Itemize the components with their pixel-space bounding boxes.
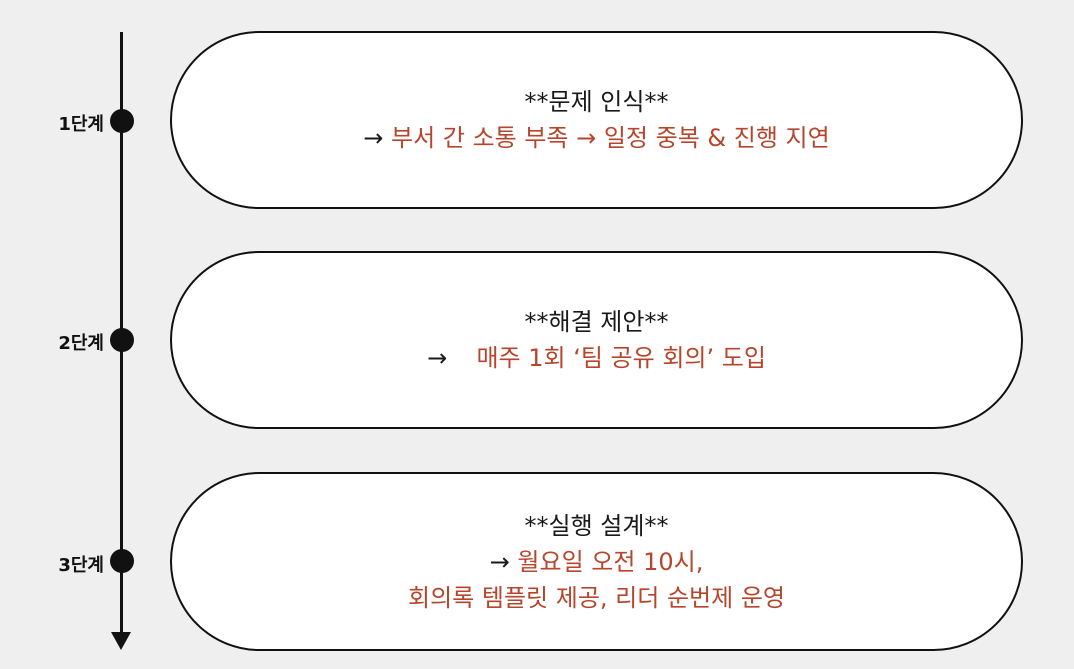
step-box-3: **실행 설계** → 월요일 오전 10시, 회의록 템플릿 제공, 리더 순… xyxy=(170,472,1023,651)
timeline-arrowhead xyxy=(111,632,131,650)
step-arrow-3: → xyxy=(489,547,510,576)
step-dot-2 xyxy=(110,328,134,352)
step-desc-1: → 부서 간 소통 부족 → 일정 중복 & 진행 지연 xyxy=(363,120,829,156)
step-title-1: **문제 인식** xyxy=(524,88,669,116)
step-desc-3-line-2: 회의록 템플릿 제공, 리더 순번제 운영 xyxy=(408,583,785,612)
step-desc-1-line-1: 부서 간 소통 부족 → 일정 중복 & 진행 지연 xyxy=(391,124,830,152)
step-desc-3-line-1: 월요일 오전 10시, xyxy=(517,547,704,576)
step-title-2: **해결 제안** xyxy=(524,308,669,336)
step-desc-3: → 월요일 오전 10시, xyxy=(490,544,704,580)
step-dot-3 xyxy=(110,549,134,573)
step-arrow-2: → xyxy=(427,344,448,372)
step-desc-2: → 매주 1회 ‘팀 공유 회의’ 도입 xyxy=(427,340,766,376)
step-arrow-1: → xyxy=(363,124,384,152)
step-label-2: 2단계 xyxy=(58,333,104,354)
step-title-3: **실행 설계** xyxy=(524,511,669,540)
step-box-1: **문제 인식** → 부서 간 소통 부족 → 일정 중복 & 진행 지연 xyxy=(170,31,1023,209)
step-label-1: 1단계 xyxy=(58,114,104,135)
step-desc-2-line-1: 매주 1회 ‘팀 공유 회의’ 도입 xyxy=(476,344,766,372)
step-box-2: **해결 제안** → 매주 1회 ‘팀 공유 회의’ 도입 xyxy=(170,251,1023,429)
step-dot-1 xyxy=(110,109,134,133)
step-label-3: 3단계 xyxy=(58,555,104,576)
